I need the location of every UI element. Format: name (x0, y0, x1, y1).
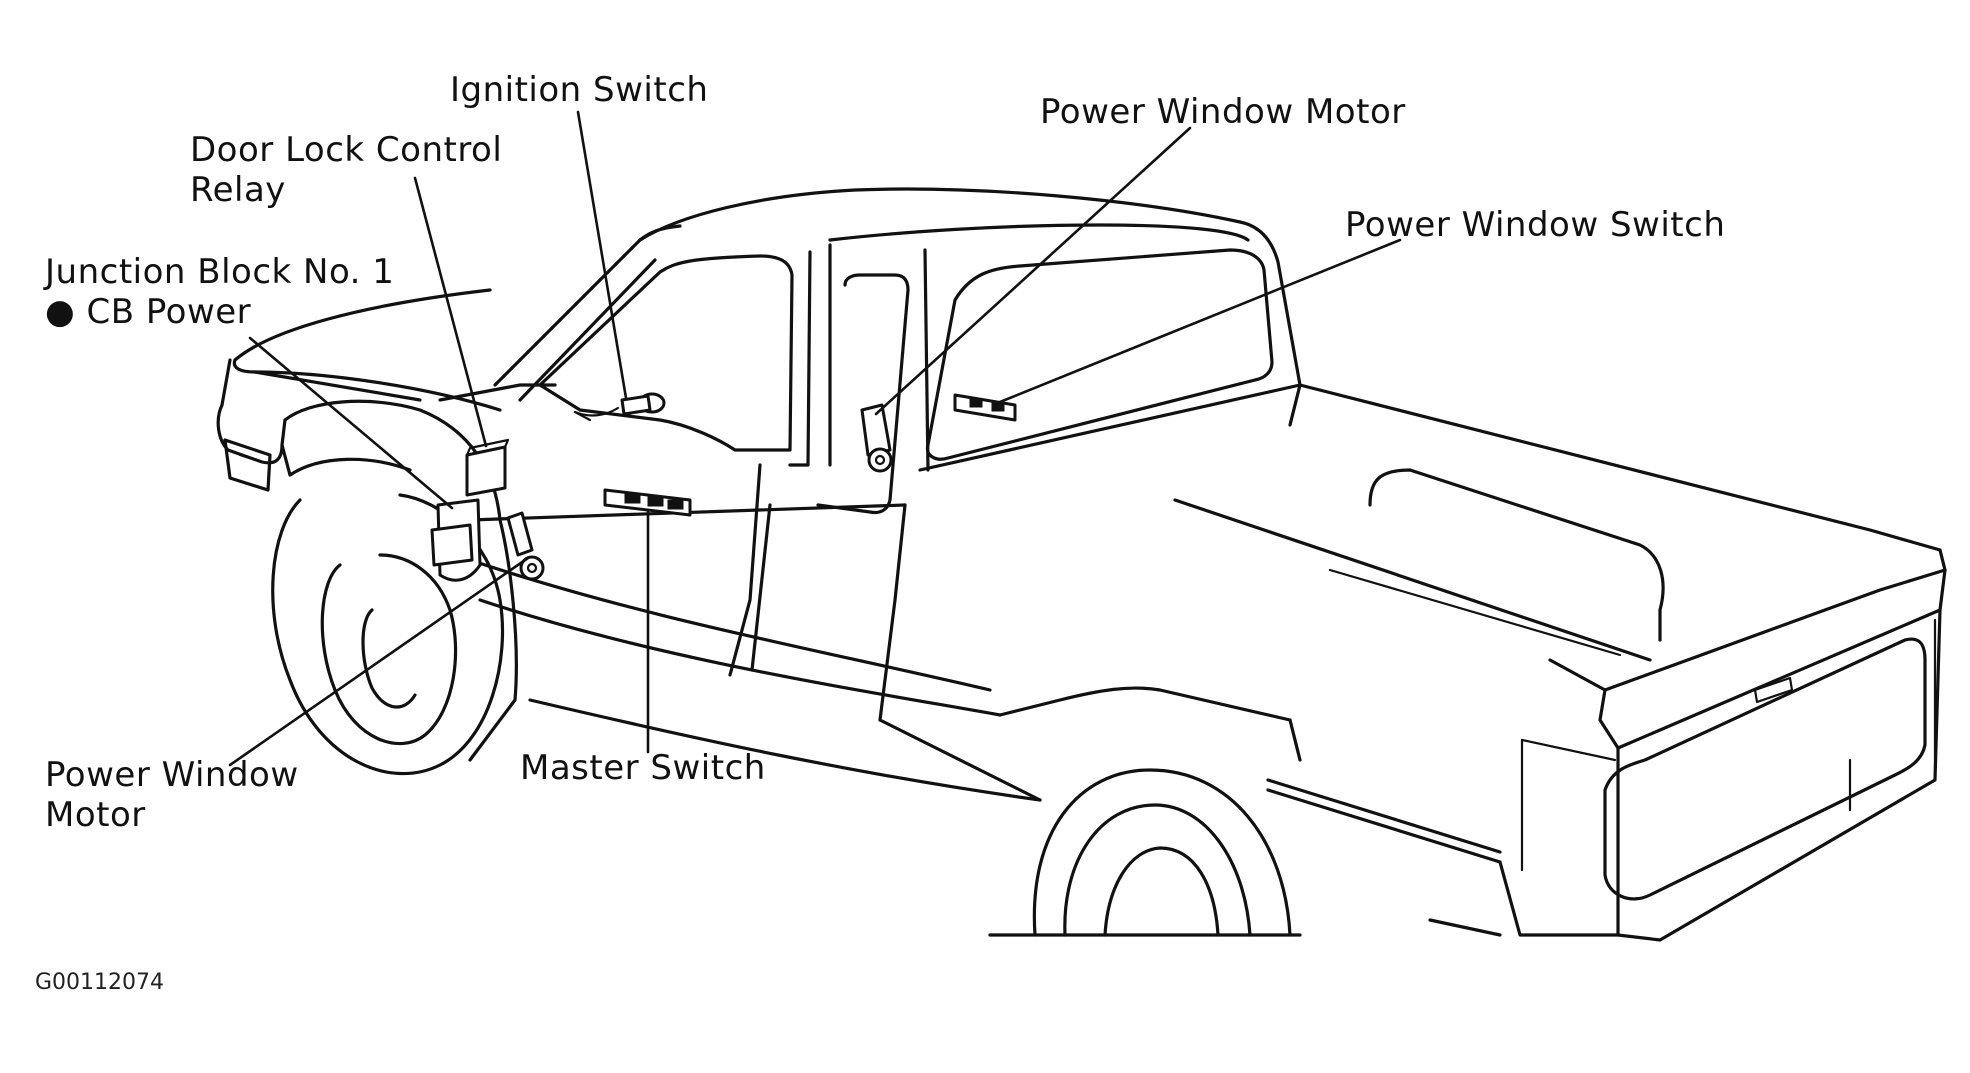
label-ignition-switch: Ignition Switch (450, 70, 709, 110)
junction-block-box (430, 498, 482, 582)
label-master-switch: Master Switch (520, 748, 766, 788)
front-wheel (271, 493, 518, 776)
truck-bed (1173, 383, 1947, 942)
door-lock-relay-box (465, 438, 510, 497)
label-junction-block: Junction Block No. 1 ● CB Power (45, 252, 395, 332)
rear-window-motor (860, 403, 893, 473)
leader-rear-window-motor (874, 126, 1192, 416)
label-power-window-motor-rear: Power Window Motor (1040, 92, 1406, 132)
rear-wheel (988, 768, 1302, 937)
leader-lines (228, 110, 1402, 767)
front-window-motor (506, 511, 545, 581)
ignition-switch-part (573, 392, 666, 422)
label-door-lock-control-relay: Door Lock Control Relay (190, 130, 503, 210)
leader-power-window-switch (998, 238, 1402, 404)
leader-door-lock-relay (413, 176, 488, 448)
label-power-window-motor-front: Power Window Motor (45, 755, 299, 835)
leader-junction-block (248, 336, 454, 510)
power-window-switch-part (953, 393, 1017, 422)
truck-front (216, 288, 557, 522)
master-switch-part (603, 488, 692, 517)
leader-ignition-switch (576, 110, 628, 400)
leader-front-window-motor (228, 556, 530, 767)
label-power-window-switch: Power Window Switch (1345, 205, 1726, 245)
truck-cab (468, 187, 1302, 802)
figure-code: G00112074 (35, 970, 165, 995)
